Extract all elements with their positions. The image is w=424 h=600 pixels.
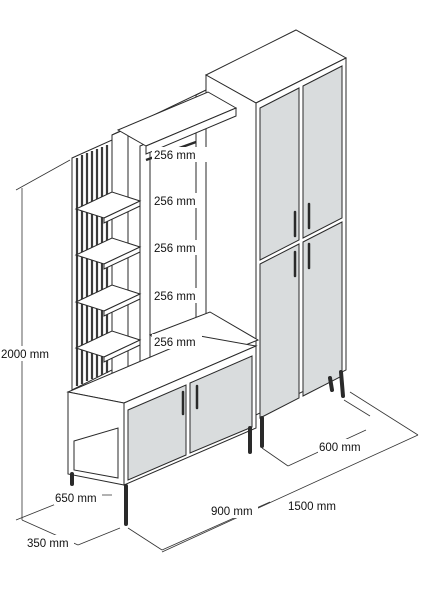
- base-width-label: 900 mm: [211, 506, 253, 518]
- tower-divider: [139, 141, 151, 387]
- top-shelf-edge: [145, 107, 237, 155]
- cabinet-door-left: [127, 384, 187, 481]
- total-width-label: 1500 mm: [288, 501, 336, 513]
- low-cabinet: [66, 335, 258, 526]
- shelf-gap-label: 256 mm: [154, 291, 196, 303]
- wardrobe-door-lower-left: [259, 243, 300, 419]
- wardrobe-leg: [328, 376, 334, 392]
- side-shelves: [74, 191, 142, 363]
- depth-label: 350 mm: [27, 538, 69, 550]
- width-1500-dimension-line: [161, 434, 419, 553]
- total-height-label: 2000 mm: [1, 349, 49, 361]
- wardrobe-door-upper-left: [259, 87, 300, 261]
- cabinet-open-shelf: [73, 427, 119, 479]
- shelf-gap-label: 256 mm: [154, 150, 196, 162]
- width-900-dimension-line: [127, 527, 163, 551]
- width-600-dimension-line: [261, 447, 289, 467]
- cabinet-door-right: [189, 355, 253, 454]
- wardrobe-leg: [339, 370, 345, 398]
- shelf-gap-label: 256 mm: [154, 243, 196, 255]
- wardrobe-door-upper-right: [302, 65, 343, 239]
- shelf-gap-label: 256 mm: [154, 337, 196, 349]
- leg-height-label: 650 mm: [55, 493, 97, 505]
- shelf-gap-label: 256 mm: [154, 196, 196, 208]
- wardrobe-width-label: 600 mm: [319, 442, 361, 454]
- labels: 256 mm 256 mm 256 mm 256 mm 256 mm 2000 …: [0, 147, 366, 550]
